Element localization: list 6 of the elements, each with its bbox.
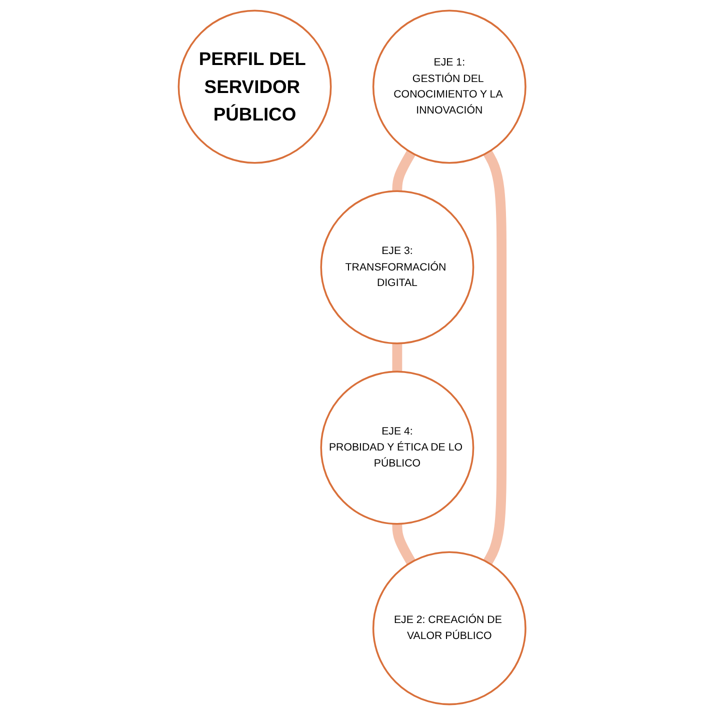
node-circle: EJE 1: GESTIÓN DEL CONOCIMIENTO Y LA INNOVACIÓN xyxy=(372,10,527,164)
node-circle: EJE 2: CREACIÓN DE VALOR PÚBLICO xyxy=(372,551,527,706)
node-circle: PERFIL DEL SERVIDOR PÚBLICO xyxy=(178,10,332,164)
node-circle: EJE 3: TRANSFORMACIÓN DIGITAL xyxy=(320,190,475,344)
connector xyxy=(484,150,507,565)
node-circle: EJE 4: PROBIDAD Y ÉTICA DE LO PÚBLICO xyxy=(320,370,475,525)
